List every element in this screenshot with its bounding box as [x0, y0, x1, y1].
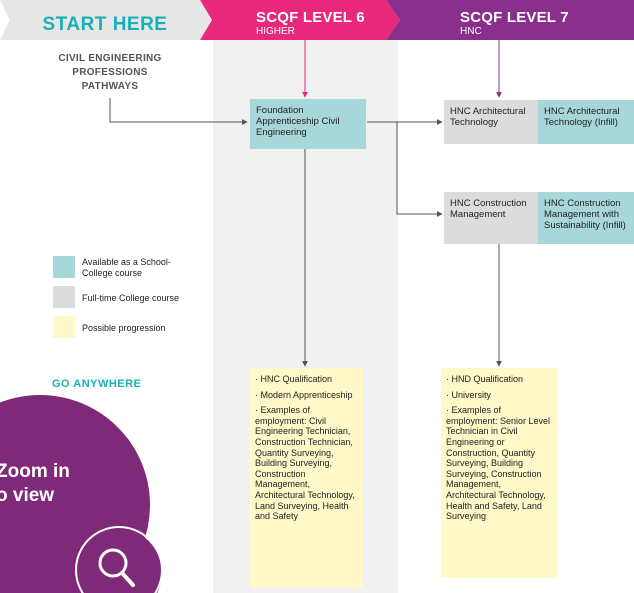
zoom-badge[interactable] — [0, 395, 200, 593]
start-to-foundation-arrow — [109, 98, 248, 125]
level6-subtitle: HIGHER — [256, 26, 295, 37]
progression-box-level6: · HNC Qualification · Modern Apprentices… — [250, 368, 363, 588]
zoom-instruction: Zoom in o view — [0, 460, 70, 508]
start-here-chevron — [0, 0, 212, 40]
list-item: · Modern Apprenticeship — [255, 389, 353, 400]
hnc-construction-management-infill-box: HNC Construction Management with Sustain… — [538, 192, 634, 244]
progression-box-level7: · HND Qualification · University · Examp… — [441, 368, 557, 578]
header-bar — [0, 0, 634, 40]
legend-label-full-time: Full-time College course — [82, 293, 180, 303]
hnc-architectural-technology-box: HNC Architectural Technology — [444, 100, 538, 144]
foundation-to-hnc-cm-arrow — [396, 122, 443, 217]
list-item: · HND Qualification — [446, 374, 524, 384]
go-anywhere-label: GO ANYWHERE — [52, 378, 142, 390]
zoom-line-1: Zoom in — [0, 461, 70, 482]
legend-swatch-progression — [53, 316, 75, 338]
list-item: · Examples of employment: Civil Engineer… — [255, 405, 355, 522]
level6-title: SCQF LEVEL 6 — [256, 9, 365, 26]
pathways-title: CIVIL ENGINEERING PROFESSIONS PATHWAYS — [58, 53, 162, 92]
foundation-apprenticeship-box: Foundation Apprenticeship Civil Engineer… — [250, 99, 366, 149]
hnc-architectural-technology-infill-box: HNC Architectural Technology (Infill) — [538, 100, 634, 144]
level7-title: SCQF LEVEL 7 — [460, 9, 569, 26]
list-item: · University — [446, 389, 492, 400]
hnc-construction-management-box: HNC Construction Management — [444, 192, 538, 244]
legend-label-progression: Possible progression — [82, 323, 166, 333]
level7-chevron — [386, 0, 634, 40]
list-item: · Examples of employment: Senior Level T… — [446, 405, 551, 522]
legend-swatch-full-time — [53, 286, 75, 308]
list-item: · HNC Qualification — [255, 374, 333, 384]
level6-chevron — [200, 0, 400, 40]
legend-label-school-college: Available as a School-College course — [82, 257, 171, 278]
level7-subtitle: HNC — [460, 26, 482, 37]
magnifier-icon[interactable] — [72, 528, 162, 593]
legend-swatch-school-college — [53, 256, 75, 278]
zoom-line-2: o view — [0, 485, 55, 506]
start-here-label: START HERE — [42, 14, 168, 35]
